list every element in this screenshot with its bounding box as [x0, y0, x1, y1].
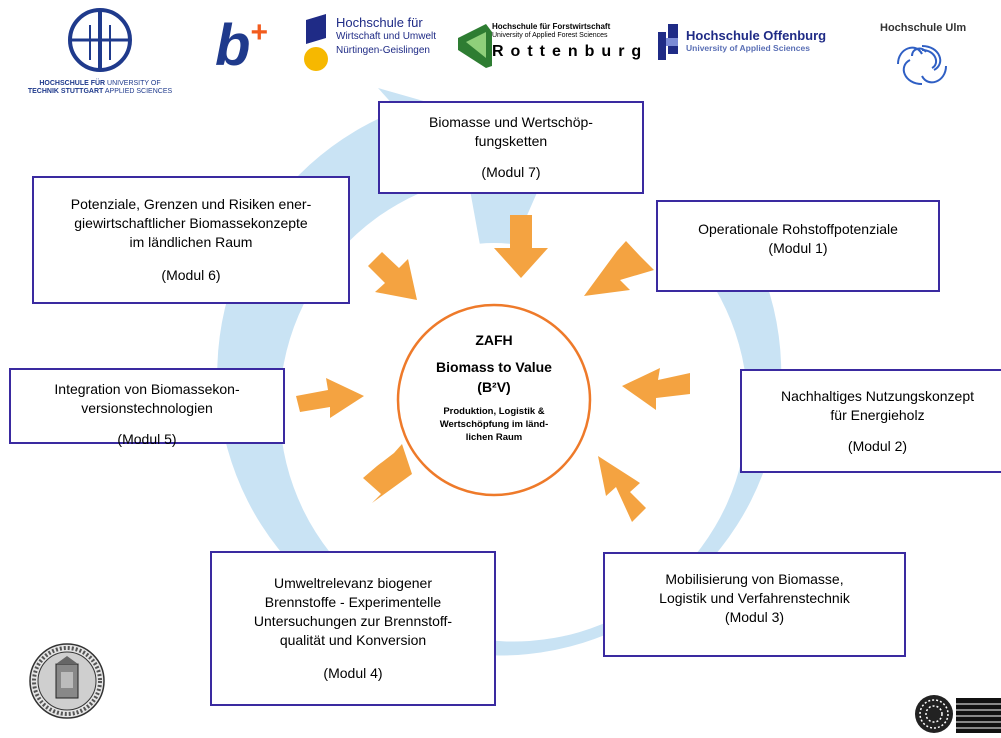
- module5-label: (Modul 5): [117, 431, 177, 447]
- module-box-2: Nachhaltiges Nutzungskonzept für Energie…: [740, 369, 1001, 473]
- logo-hfwu: Hochschule für Wirtschaft und Umwelt Nür…: [302, 14, 442, 76]
- hfwu-line1: Hochschule für: [336, 15, 423, 30]
- center-title: ZAFH: [475, 332, 513, 348]
- arrow-modul4: [363, 444, 412, 503]
- arrow-modul5: [296, 378, 364, 418]
- module-box-6: Potenziale, Grenzen und Risiken ener- gi…: [32, 176, 350, 304]
- hft-emblem-icon: [68, 8, 132, 72]
- center-line2: Wertschöpfung im länd-: [439, 419, 549, 430]
- hft-line2-bold: TECHNIK STUTTGART: [27, 88, 104, 95]
- module1-line1: Operationale Rohstoffpotenziale: [698, 221, 898, 237]
- module-box-7: Biomasse und Wertschöp- fungsketten (Mod…: [378, 101, 644, 194]
- arrow-modul3: [598, 456, 646, 522]
- seal-logo: [28, 642, 106, 720]
- module-box-1: Operationale Rohstoffpotenziale (Modul 1…: [656, 200, 940, 292]
- module-box-4: Umweltrelevanz biogener Brennstoffe - Ex…: [210, 551, 496, 706]
- center-abbr: (B²V): [477, 379, 511, 395]
- logo-ulm: Hochschule Ulm: [880, 22, 990, 92]
- module5-line2: versionstechnologien: [81, 400, 213, 416]
- orange-arrows: [296, 215, 690, 522]
- module5-line1: Integration von Biomassekon-: [54, 381, 240, 397]
- offenburg-line1: Hochschule Offenburg: [686, 28, 827, 43]
- hft-line1-rest: UNIVERSITY OF: [105, 80, 161, 87]
- module6-line3: im ländlichen Raum: [129, 234, 253, 250]
- module4-label: (Modul 4): [323, 665, 383, 681]
- arrow-modul2: [622, 368, 690, 410]
- arrow-modul6: [368, 252, 417, 300]
- forst-emblem-icon: [458, 24, 492, 68]
- module3-line1: Mobilisierung von Biomasse,: [665, 571, 844, 587]
- center-line1: Produktion, Logistik &: [443, 406, 545, 417]
- module2-line1: Nachhaltiges Nutzungskonzept: [780, 388, 974, 404]
- university-seal-icon: [29, 643, 105, 719]
- module7-line2: fungsketten: [474, 133, 548, 149]
- module4-line2: Brennstoffe - Experimentelle: [264, 594, 442, 610]
- module6-line2: giewirtschaftlicher Biomassekonzepte: [74, 215, 308, 231]
- ier-logo: [912, 690, 1001, 733]
- arrow-modul7: [494, 215, 548, 278]
- center-ring: [396, 303, 592, 497]
- offenburg-line2: University of Applied Sciences: [686, 43, 810, 53]
- module6-label: (Modul 6): [161, 267, 221, 283]
- module-box-3: Mobilisierung von Biomasse, Logistik und…: [603, 552, 906, 657]
- module7-line1: Biomasse und Wertschöp-: [429, 114, 593, 130]
- logo-forst: Hochschule für Forstwirtschaft Universit…: [456, 18, 641, 70]
- ulm-name: Hochschule Ulm: [880, 22, 967, 34]
- module6-line1: Potenziale, Grenzen und Risiken ener-: [70, 196, 312, 212]
- module3-line2: Logistik und Verfahrenstechnik: [659, 590, 850, 606]
- forst-line3: Rottenburg: [492, 43, 649, 60]
- hfwu-emblem-icon: [304, 14, 328, 71]
- module4-line1: Umweltrelevanz biogener: [274, 575, 432, 591]
- hft-line1-bold: HOCHSCHULE FÜR: [39, 80, 106, 87]
- arrow-modul1: [584, 241, 654, 296]
- logo-bplus: b+: [215, 16, 275, 75]
- hft-line2-rest: APPLIED SCIENCES: [103, 88, 173, 95]
- module-box-5: Integration von Biomassekon- versionstec…: [9, 368, 285, 447]
- forst-line2: University of Applied Forest Sciences: [492, 32, 608, 39]
- module4-line4: qualität und Konversion: [279, 632, 427, 648]
- offenburg-emblem-icon: [658, 24, 678, 60]
- logo-offenburg: Hochschule Offenburg University of Appli…: [656, 24, 856, 68]
- module7-label: (Modul 7): [481, 164, 541, 180]
- logo-hft: HOCHSCHULE FÜR UNIVERSITY OF TECHNIK STU…: [10, 5, 190, 95]
- forst-line1: Hochschule für Forstwirtschaft: [492, 22, 611, 31]
- bplus-plus: +: [250, 16, 268, 49]
- bplus-b: b: [215, 13, 251, 78]
- module1-label: (Modul 1): [768, 240, 828, 256]
- center-subtitle: Biomass to Value: [436, 359, 552, 375]
- module4-line3: Untersuchungen zur Brennstoff-: [253, 613, 453, 629]
- hfwu-line2: Wirtschaft und Umwelt: [336, 31, 437, 42]
- module2-label: (Modul 2): [847, 438, 908, 454]
- module2-line2: für Energieholz: [830, 407, 925, 423]
- ulm-swirl-icon: [897, 45, 947, 85]
- center-title-block: ZAFH Biomass to Value (B²V) Produktion, …: [408, 330, 580, 444]
- ier-logo-icon: [915, 695, 1001, 733]
- module3-label: (Modul 3): [724, 609, 785, 625]
- hfwu-line3: Nürtingen-Geislingen: [336, 45, 430, 56]
- center-line3: lichen Raum: [465, 432, 523, 443]
